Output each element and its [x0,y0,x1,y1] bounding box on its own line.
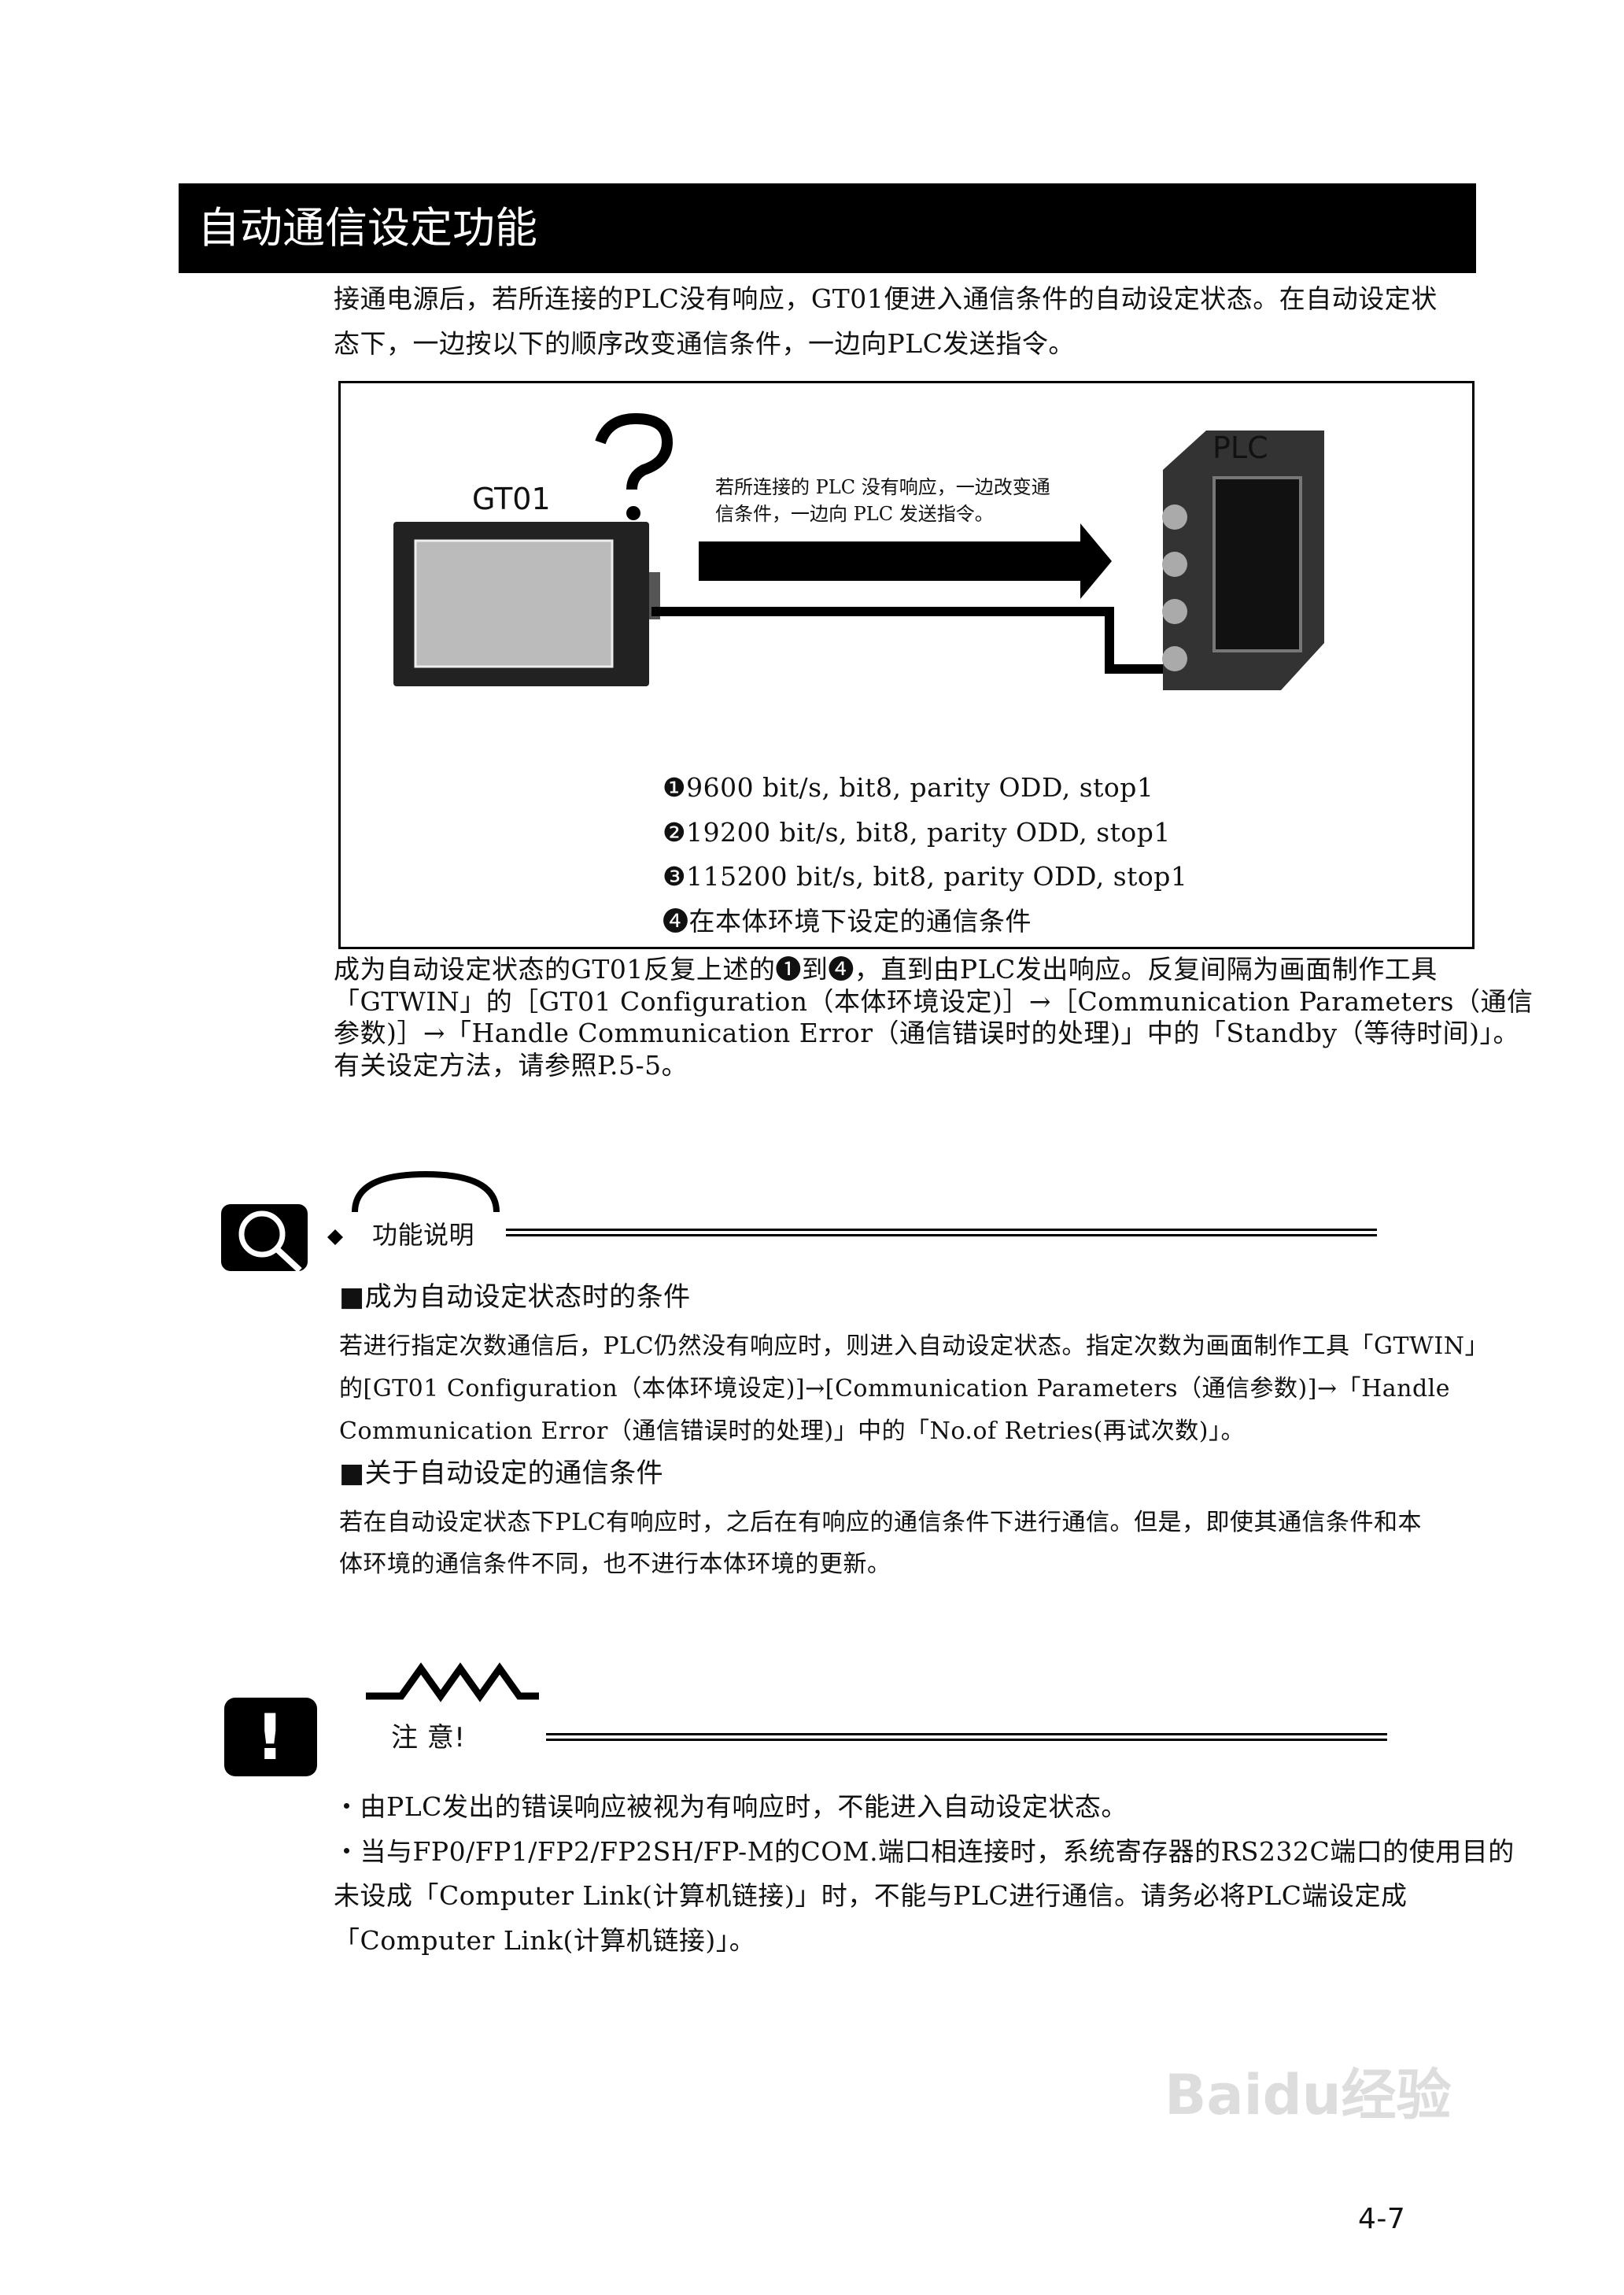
arrow-icon [699,523,1112,599]
intro-line: 接通电源后，若所连接的PLC没有响应，GT01便进入通信条件的自动设定状态。在自… [334,283,1438,314]
text-line: 的[GT01 Configuration（本体环境设定)]→[Communica… [339,1375,1451,1402]
page-number: 4-7 [1358,2203,1406,2235]
condition-item: ❹在本体环境下设定的通信条件 [663,905,1032,937]
question-dot [626,506,640,520]
text-line: 「GTWIN」的［GT01 Configuration（本体环境设定)］→［Co… [334,985,1534,1017]
communication-diagram: GT01 PLC 若所连接的 PLC 没有响应，一边改变通 信条件，一边向 PL… [338,381,1475,949]
text-line: 有关设定方法，请参照P.5-5。 [334,1050,688,1081]
condition-list: ❶9600 bit/s, bit8, parity ODD, stop1 ❷19… [663,766,1187,944]
text-line: 体环境的通信条件不同，也不进行本体环境的更新。 [339,1550,891,1578]
caution-line: 「Computer Link(计算机链接)」。 [334,1925,756,1957]
diagram-graphics [393,412,1324,690]
plc-device-icon [1162,431,1324,690]
condition-item: ❶9600 bit/s, bit8, parity ODD, stop1 [663,772,1154,803]
gt01-label: GT01 [472,482,551,516]
caution-icon [224,1698,317,1776]
arrow-text-line: 若所连接的 PLC 没有响应，一边改变通 [715,476,1050,498]
cable [651,607,1175,674]
note-paragraph: 若在自动设定状态下PLC有响应时，之后在有响应的通信条件下进行通信。但是，即使其… [339,1502,1422,1585]
caution-text: ・由PLC发出的错误响应被视为有响应时，不能进入自动设定状态。 ・当与FP0/F… [334,1785,1515,1964]
function-note-label: 功能说明 [372,1220,475,1250]
zigzag-decoration [366,1662,539,1702]
text-line: 若在自动设定状态下PLC有响应时，之后在有响应的通信条件下进行通信。但是，即使其… [339,1509,1423,1536]
watermark-logo: Baidu经验 [1164,2063,1452,2127]
text-line: 成为自动设定状态的GT01反复上述的❶到❹，直到由PLC发出响应。反复间隔为画面… [334,954,1438,985]
text-line: 参数)］→「Handle Communication Error（通信错误时的处… [334,1018,1519,1049]
condition-item: ❷19200 bit/s, bit8, parity ODD, stop1 [663,816,1171,848]
note-heading: ■关于自动设定的通信条件 [339,1458,664,1489]
question-mark-icon [595,412,674,490]
text-line: 若进行指定次数通信后，PLC仍然没有响应时，则进入自动设定状态。指定次数为画面制… [339,1332,1489,1360]
caution-label: 注 意! [391,1722,466,1754]
arrow-text: 若所连接的 PLC 没有响应，一边改变通 信条件，一边向 PLC 发送指令。 [715,474,1050,527]
section-title: 自动通信设定功能 [179,183,1476,273]
divider [506,1229,1377,1236]
caution-line: 未设成「Computer Link(计算机链接)」时，不能与PLC进行通信。请务… [334,1880,1408,1912]
condition-item: ❸115200 bit/s, bit8, parity ODD, stop1 [663,861,1188,892]
note-heading: ■成为自动设定状态时的条件 [339,1281,691,1313]
svg-text:!: ! [256,1701,284,1774]
caution-line: ・当与FP0/FP1/FP2/FP2SH/FP-M的COM.端口相连接时，系统寄… [334,1835,1515,1867]
explanation-text: 成为自动设定状态的GT01反复上述的❶到❹，直到由PLC发出响应。反复间隔为画面… [334,954,1534,1082]
note-paragraph: 若进行指定次数通信后，PLC仍然没有响应时，则进入自动设定状态。指定次数为画面制… [339,1325,1489,1453]
diamond-icon [327,1229,343,1245]
function-note-header-graphic [221,1170,500,1273]
divider [546,1733,1387,1741]
caution-line: ・由PLC发出的错误响应被视为有响应时，不能进入自动设定状态。 [334,1791,1128,1822]
text-line: Communication Error（通信错误时的处理)」中的「No.of R… [339,1417,1246,1445]
arrow-text-line: 信条件，一边向 PLC 发送指令。 [715,503,994,525]
arc-decoration [352,1170,500,1213]
plc-label: PLC [1212,431,1268,465]
intro-line: 态下，一边按以下的顺序改变通信条件，一边向PLC发送指令。 [334,328,1075,359]
caution-header-graphic: ! [224,1662,539,1776]
